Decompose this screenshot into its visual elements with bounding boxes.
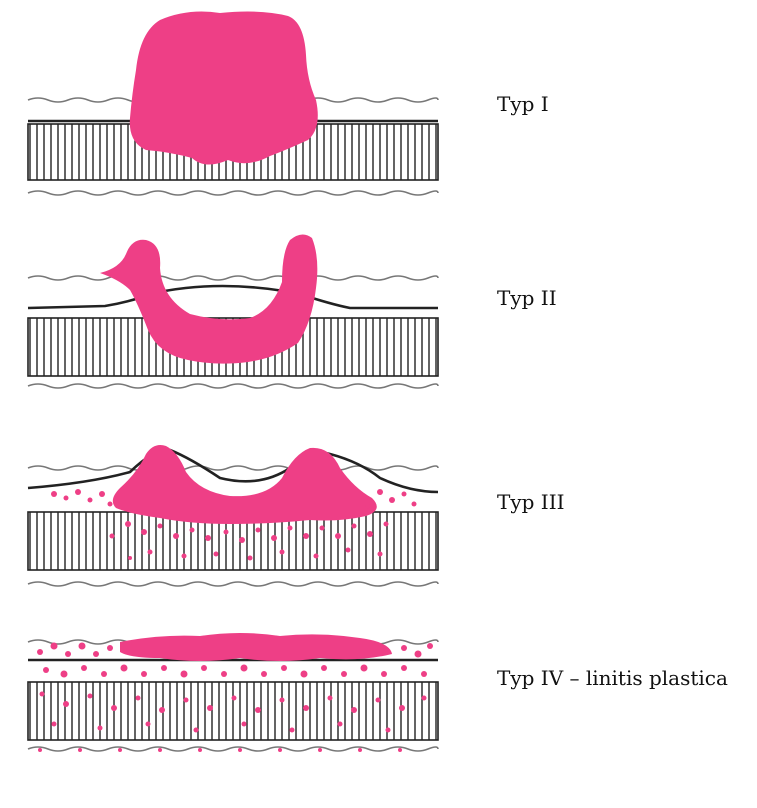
type-3-illustration xyxy=(20,428,450,628)
type-2-label: Typ II xyxy=(497,286,557,310)
diagram: Typ I Typ II Typ III Typ IV – linitis pl… xyxy=(0,0,757,760)
type-2-illustration xyxy=(20,218,450,418)
type-4-illustration xyxy=(20,608,450,808)
type-1-label: Typ I xyxy=(497,92,549,116)
tumor-mass xyxy=(130,12,318,165)
type-1-illustration xyxy=(20,0,450,200)
type-3-label: Typ III xyxy=(497,490,565,514)
type-4-label: Typ IV – linitis plastica xyxy=(497,666,728,690)
tumor-mass xyxy=(120,633,392,661)
